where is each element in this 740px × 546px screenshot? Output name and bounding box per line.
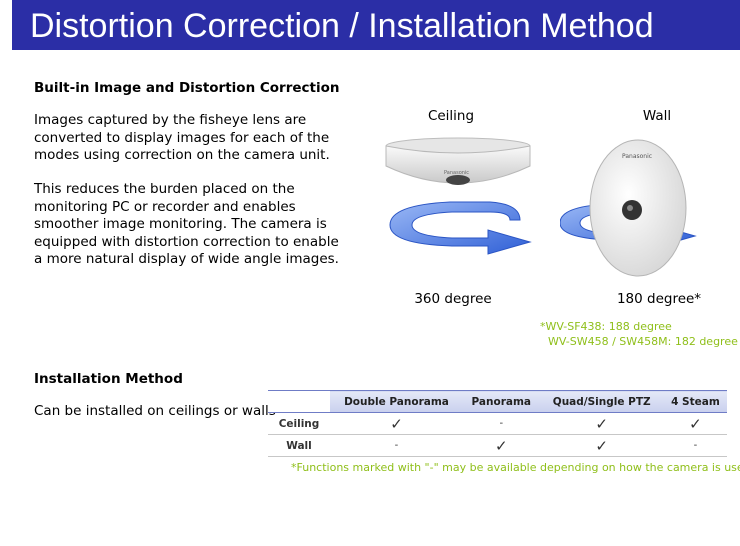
- section-heading-correction: Built-in Image and Distortion Correction: [34, 80, 340, 96]
- row-label: Wall: [268, 434, 330, 457]
- table-cell: ✓: [539, 412, 664, 435]
- ceiling-camera-image: Panasonic: [385, 137, 532, 255]
- page-title: Distortion Correction / Installation Met…: [30, 7, 654, 45]
- column-header: 4 Steam: [663, 390, 727, 413]
- column-header: Panorama: [462, 390, 540, 413]
- table-cell: ✓: [330, 412, 463, 435]
- table-cell: -: [663, 434, 727, 457]
- column-header: Quad/Single PTZ: [539, 390, 664, 413]
- model-note-1: *WV-SF438: 188 degree: [540, 320, 672, 333]
- title-bar: Distortion Correction / Installation Met…: [12, 0, 740, 50]
- table-cell: ✓: [462, 434, 540, 457]
- table-cell: ✓: [663, 412, 727, 435]
- column-header: Double Panorama: [330, 390, 463, 413]
- ceiling-degree: 360 degree: [414, 291, 492, 307]
- table-cell: -: [462, 412, 540, 435]
- paragraph-installation: Can be installed on ceilings or walls: [34, 403, 276, 419]
- installation-table: Double Panorama Panorama Quad/Single PTZ…: [268, 390, 727, 457]
- svg-text:Panasonic: Panasonic: [622, 153, 652, 160]
- wall-degree: 180 degree*: [616, 291, 702, 307]
- table-row: Wall - ✓ ✓ -: [268, 434, 727, 457]
- ceiling-label: Ceiling: [427, 108, 475, 124]
- table-corner: [268, 390, 330, 413]
- wall-label: Wall: [642, 108, 672, 124]
- paragraph-fisheye: Images captured by the fisheye lens are …: [34, 112, 330, 163]
- row-label: Ceiling: [268, 412, 330, 435]
- table-row: Ceiling ✓ - ✓ ✓: [268, 412, 727, 435]
- wall-camera-image: Panasonic: [560, 139, 697, 277]
- model-note-2: WV-SW458 / SW458M: 182 degree: [548, 335, 738, 348]
- table-header-row: Double Panorama Panorama Quad/Single PTZ…: [268, 390, 727, 413]
- table-cell: -: [330, 434, 463, 457]
- table-cell: ✓: [539, 434, 664, 457]
- section-heading-installation: Installation Method: [34, 371, 183, 387]
- paragraph-burden: This reduces the burden placed on the mo…: [34, 181, 339, 267]
- svg-text:Panasonic: Panasonic: [444, 170, 469, 176]
- footnote: *Functions marked with "-" may be availa…: [291, 461, 740, 474]
